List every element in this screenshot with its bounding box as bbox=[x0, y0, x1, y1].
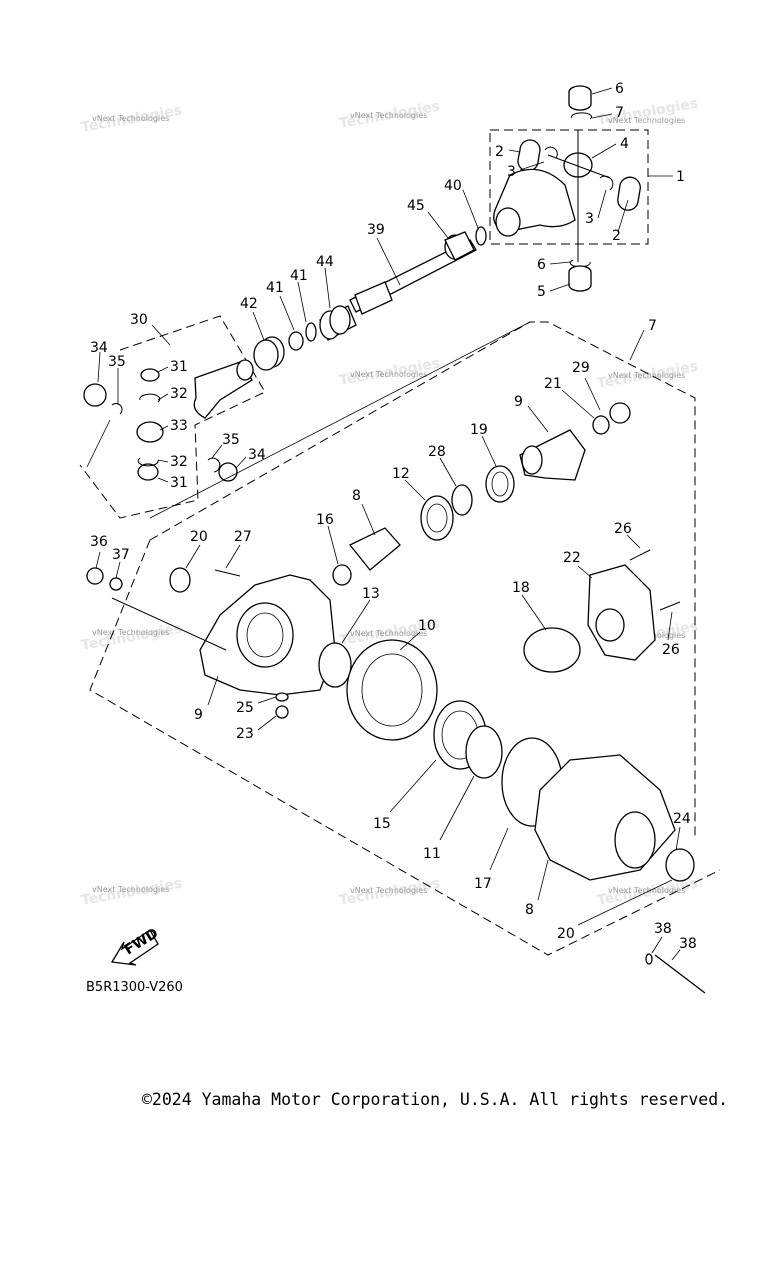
callout-41: 41 bbox=[290, 268, 308, 284]
callout-40: 39 bbox=[367, 222, 385, 238]
callout-37: 37 bbox=[112, 547, 130, 563]
callout-27: 27 bbox=[234, 529, 252, 545]
svg-text:vNext Technologies: vNext Technologies bbox=[350, 629, 427, 638]
callout-36: 36 bbox=[90, 534, 108, 550]
callout-14: 13 bbox=[362, 586, 380, 602]
universal-joint-assembly bbox=[493, 85, 641, 292]
callout-34: 34 bbox=[90, 340, 108, 356]
callout-44: 44 bbox=[316, 254, 334, 270]
callout-2: 2 bbox=[612, 228, 621, 244]
svg-text:vNext Technologies: vNext Technologies bbox=[92, 885, 169, 894]
callout-8: 8 bbox=[525, 902, 534, 918]
callout-12: 10 bbox=[418, 618, 436, 634]
svg-text:vNext Technologies: vNext Technologies bbox=[92, 114, 169, 123]
callout-numbers: 6 7 4 1 2 3 3 2 6 5 7 40 45 39 44 41 41 … bbox=[90, 81, 697, 952]
drive-shaft-assembly bbox=[253, 226, 487, 371]
callout-1: 1 bbox=[676, 169, 685, 185]
callout-26: 26 bbox=[662, 642, 680, 658]
svg-text:vNext Technologies: vNext Technologies bbox=[608, 116, 685, 125]
callout-4: 4 bbox=[620, 136, 629, 152]
leader-lines bbox=[86, 87, 681, 961]
callout-30: 30 bbox=[130, 312, 148, 328]
callout-24: 24 bbox=[673, 811, 691, 827]
callout-18: 18 bbox=[512, 580, 530, 596]
callout-5: 5 bbox=[537, 284, 546, 300]
svg-text:vNext Technologies: vNext Technologies bbox=[608, 886, 685, 895]
callout-22: 22 bbox=[563, 550, 581, 566]
callout-20: 20 bbox=[190, 529, 208, 545]
callout-33: 33 bbox=[170, 418, 188, 434]
callout-10: 8 bbox=[352, 488, 361, 504]
callout-11: 9 bbox=[514, 394, 523, 410]
callout-31: 31 bbox=[170, 359, 188, 375]
callout-20: 20 bbox=[557, 926, 575, 942]
callout-25: 25 bbox=[236, 700, 254, 716]
parts bbox=[83, 85, 706, 994]
callout-32: 32 bbox=[170, 454, 188, 470]
differential bbox=[318, 639, 503, 779]
svg-text:vNext Technologies: vNext Technologies bbox=[92, 628, 169, 637]
svg-text:vNext Technologies: vNext Technologies bbox=[350, 370, 427, 379]
callout-26: 26 bbox=[614, 521, 632, 537]
group-outlines bbox=[79, 129, 721, 956]
svg-text:vNext Technologies: vNext Technologies bbox=[350, 886, 427, 895]
callout-45: 45 bbox=[407, 198, 425, 214]
callout-35: 35 bbox=[222, 432, 240, 448]
callout-14: 12 bbox=[392, 466, 410, 482]
fwd-arrow-icon: FWD bbox=[110, 925, 161, 966]
model-code: B5R1300-V260 bbox=[86, 980, 183, 995]
callout-5: 6 bbox=[615, 81, 624, 97]
callout-6: 7 bbox=[615, 105, 624, 121]
callout-13: 11 bbox=[423, 846, 441, 862]
callout-15: 15 bbox=[373, 816, 391, 832]
callout-19: 19 bbox=[470, 422, 488, 438]
svg-text:vNext Technologies: vNext Technologies bbox=[608, 371, 685, 380]
callout-3: 3 bbox=[585, 211, 594, 227]
cover bbox=[501, 737, 695, 882]
pinion-assembly bbox=[332, 402, 631, 586]
callout-39: 38 bbox=[654, 921, 672, 937]
callout-16: 16 bbox=[316, 512, 334, 528]
callout-6: 6 bbox=[537, 257, 546, 273]
rear-joint-assembly bbox=[83, 359, 254, 482]
callout-21: 21 bbox=[544, 376, 562, 392]
callout-29: 29 bbox=[572, 360, 590, 376]
callout-23: 23 bbox=[236, 726, 254, 742]
callout-41: 40 bbox=[444, 178, 462, 194]
callout-34: 34 bbox=[248, 447, 266, 463]
callout-38: 38 bbox=[679, 936, 697, 952]
callout-35: 35 bbox=[108, 354, 126, 370]
housing bbox=[86, 567, 336, 719]
callout-32: 32 bbox=[170, 386, 188, 402]
callout-7: 7 bbox=[648, 318, 657, 334]
callout-17: 17 bbox=[474, 876, 492, 892]
callout-43: 42 bbox=[240, 296, 258, 312]
svg-text:vNext Technologies: vNext Technologies bbox=[350, 111, 427, 120]
callout-3: 3 bbox=[507, 164, 516, 180]
side-cover bbox=[523, 549, 681, 673]
copyright-text: ©2024 Yamaha Motor Corporation, U.S.A. A… bbox=[142, 1090, 729, 1109]
callout-9: 9 bbox=[194, 707, 203, 723]
callout-42: 41 bbox=[266, 280, 284, 296]
callout-28: 28 bbox=[428, 444, 446, 460]
callout-31: 31 bbox=[170, 475, 188, 491]
pin bbox=[645, 953, 706, 994]
callout-2: 2 bbox=[495, 144, 504, 160]
svg-text:Technologies: Technologies bbox=[80, 620, 183, 653]
